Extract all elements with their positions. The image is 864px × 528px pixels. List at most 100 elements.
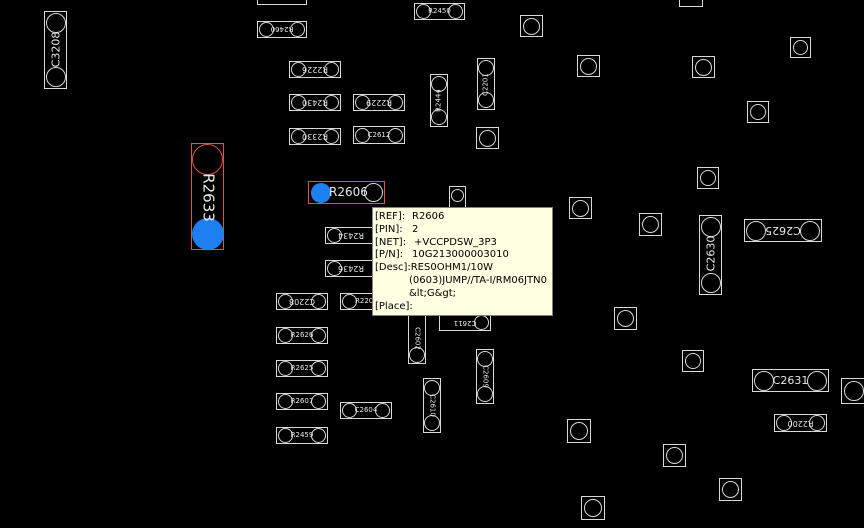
component-small[interactable]: [790, 37, 811, 58]
pad[interactable]: [424, 380, 440, 396]
component-top-partial-2[interactable]: [679, 0, 703, 7]
component-small[interactable]: [682, 350, 704, 372]
pad[interactable]: [431, 76, 447, 92]
pad[interactable]: [750, 104, 766, 120]
component-r2633-highlighted[interactable]: R2633: [191, 143, 224, 250]
pad[interactable]: [580, 58, 597, 75]
pad[interactable]: [291, 129, 306, 144]
component-r2626[interactable]: R2626: [276, 327, 328, 344]
component-small[interactable]: [476, 127, 499, 149]
pad[interactable]: [388, 95, 403, 110]
pad[interactable]: [776, 415, 792, 431]
pad[interactable]: [409, 347, 425, 363]
pad[interactable]: [570, 422, 588, 440]
pad[interactable]: [416, 4, 431, 19]
component-r2330[interactable]: R2330: [289, 128, 341, 145]
pad[interactable]: [324, 62, 339, 77]
component-small-partial[interactable]: [841, 378, 864, 404]
component-small[interactable]: [692, 56, 715, 78]
pad[interactable]: [701, 217, 721, 237]
pad[interactable]: [327, 228, 342, 243]
pad[interactable]: [375, 403, 390, 418]
component-small[interactable]: [747, 101, 769, 123]
pad[interactable]: [700, 170, 716, 186]
pad[interactable]: [701, 273, 721, 293]
pad[interactable]: [278, 428, 293, 443]
pad[interactable]: [478, 60, 494, 76]
pad[interactable]: [809, 415, 825, 431]
pad[interactable]: [451, 189, 464, 202]
component-c2208[interactable]: C2208: [276, 293, 328, 310]
component-r2430[interactable]: R2430: [289, 94, 341, 111]
component-c2612[interactable]: C2612: [353, 126, 405, 144]
pad[interactable]: [572, 200, 589, 217]
component-r2229[interactable]: R2229: [353, 94, 405, 111]
pad[interactable]: [479, 130, 496, 147]
pad[interactable]: [355, 128, 370, 143]
pad[interactable]: [431, 109, 447, 125]
component-r2444[interactable]: R2444: [430, 74, 448, 127]
pad[interactable]: [278, 361, 293, 376]
pad[interactable]: [278, 394, 293, 409]
pad[interactable]: [327, 261, 342, 276]
pad[interactable]: [844, 381, 864, 401]
pad[interactable]: [793, 40, 808, 55]
pad[interactable]: [342, 403, 357, 418]
component-r2625[interactable]: R2625: [276, 360, 328, 377]
pad[interactable]: [754, 371, 774, 391]
pad[interactable]: [666, 447, 683, 464]
component-c2610[interactable]: C2610: [423, 378, 441, 433]
component-small[interactable]: [569, 197, 592, 219]
pad[interactable]: [388, 128, 403, 143]
pad[interactable]: [324, 95, 339, 110]
pad[interactable]: [311, 294, 326, 309]
pad[interactable]: [290, 22, 305, 37]
pad[interactable]: [722, 481, 739, 498]
component-c2611[interactable]: C2611: [439, 314, 491, 331]
pad[interactable]: [311, 394, 326, 409]
pad-selected[interactable]: [192, 218, 224, 250]
component-r2450[interactable]: R2450: [414, 3, 465, 20]
component-r2459[interactable]: R2459: [276, 427, 328, 444]
pad[interactable]: [448, 4, 463, 19]
pad[interactable]: [192, 144, 223, 175]
pad[interactable]: [477, 386, 493, 402]
pad[interactable]: [807, 371, 827, 391]
component-small[interactable]: [614, 307, 637, 330]
pad[interactable]: [311, 361, 326, 376]
component-small[interactable]: [663, 444, 686, 467]
component-small[interactable]: [520, 15, 543, 37]
component-c2602[interactable]: C2602: [408, 314, 426, 364]
pad[interactable]: [478, 92, 494, 108]
pad[interactable]: [259, 22, 274, 37]
pad[interactable]: [311, 428, 326, 443]
component-small[interactable]: [577, 55, 600, 77]
component-c2604[interactable]: C2604: [340, 402, 392, 419]
component-c2631[interactable]: C2631: [752, 369, 829, 392]
pad[interactable]: [364, 183, 383, 202]
pad[interactable]: [424, 415, 440, 431]
component-c2630[interactable]: C2630: [699, 215, 722, 295]
component-c2201[interactable]: C2201: [477, 58, 495, 110]
component-small[interactable]: [581, 496, 605, 520]
pad[interactable]: [642, 216, 659, 233]
component-small[interactable]: [719, 478, 742, 501]
component-small[interactable]: [697, 167, 719, 189]
component-r2436[interactable]: R2436: [325, 260, 377, 277]
pad[interactable]: [617, 310, 634, 327]
pad[interactable]: [291, 62, 306, 77]
pad[interactable]: [278, 294, 293, 309]
pad[interactable]: [324, 129, 339, 144]
pad[interactable]: [477, 351, 493, 367]
pad[interactable]: [46, 13, 66, 33]
component-top-partial-1[interactable]: [257, 0, 307, 5]
pad[interactable]: [685, 353, 701, 369]
component-r2434[interactable]: R2434: [325, 227, 377, 244]
pad-selected[interactable]: [311, 183, 331, 203]
component-c2625[interactable]: C2625: [744, 219, 822, 242]
component-c2609[interactable]: C2609: [476, 349, 494, 404]
component-r2607[interactable]: R2607: [276, 393, 328, 410]
pad[interactable]: [584, 499, 602, 517]
component-small[interactable]: [567, 419, 591, 443]
